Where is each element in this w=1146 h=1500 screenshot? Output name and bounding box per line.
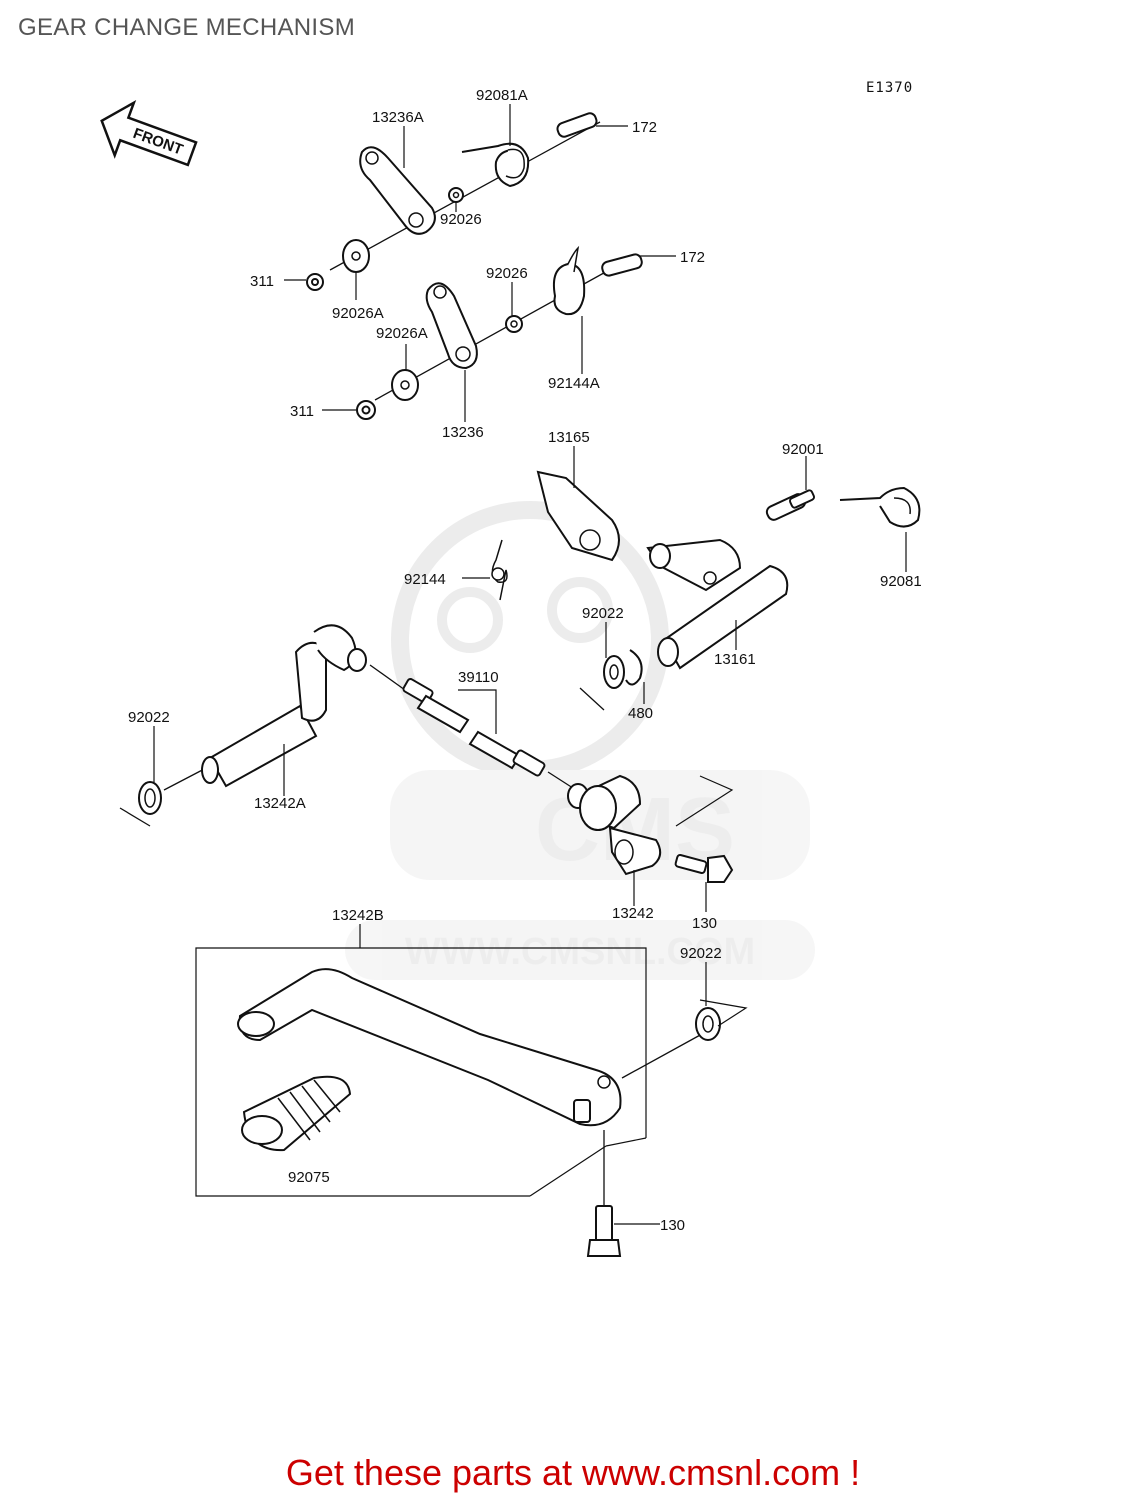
tie-rod-39110 [369,664,577,791]
label-13242B: 13242B [332,907,384,924]
label-13236A: 13236A [372,109,424,126]
lever-13242B-assembly [195,947,748,1197]
promo-link[interactable]: Get these parts at www.cmsnl.com ! [285,1452,861,1493]
label-13161: 13161 [714,651,756,668]
cmsnl-watermark: CMS WWW.CMSNL.COM [345,501,815,980]
label-13242A: 13242A [254,795,306,812]
lever-13242 [567,774,734,883]
bolt-130-bottom [586,1130,622,1257]
label-311-mid: 311 [290,403,314,420]
label-172-top: 172 [632,119,657,136]
label-13242: 13242 [612,905,654,922]
lever-13242A [119,624,367,827]
leader-lines [153,104,907,1225]
label-13236: 13236 [442,424,484,441]
label-311-top: 311 [250,273,274,290]
label-92144: 92144 [404,571,446,588]
part-labels: 13236A 92081A 172 92026 311 92026A 92026… [128,87,922,1234]
label-92022-shaft: 92022 [582,605,624,622]
label-92026-top: 92026 [440,211,482,228]
pedal-rubber-92075 [241,1075,352,1152]
diagram-ref: E1370 [866,80,913,96]
watermark-url: WWW.CMSNL.COM [405,931,755,973]
lever-13236-assembly [356,245,643,420]
label-39110: 39110 [458,669,499,686]
label-92144A: 92144A [548,375,600,392]
page-title: GEAR CHANGE MECHANISM [18,14,356,41]
label-92026-mid: 92026 [486,265,528,282]
label-172-mid: 172 [680,249,705,266]
label-92026A-mid: 92026A [376,325,428,342]
front-arrow: FRONT [100,99,198,167]
spring-92144 [491,539,508,601]
washer-92022-and-circlip-480 [579,649,643,711]
label-13165: 13165 [548,429,590,446]
label-130-right: 130 [692,915,717,932]
label-92022-left: 92022 [128,709,170,726]
shift-shaft-assembly [536,470,921,670]
lever-13236A-assembly [306,112,601,291]
label-92022-right: 92022 [680,945,722,962]
label-480: 480 [628,705,653,722]
label-130-bottom: 130 [660,1217,685,1234]
label-92081A: 92081A [476,87,528,104]
exploded-parts-diagram: CMS WWW.CMSNL.COM FRONT E1370 [100,80,922,1257]
label-92026A-top: 92026A [332,305,384,322]
label-92075: 92075 [288,1169,330,1186]
label-92001: 92001 [782,441,824,458]
label-92081: 92081 [880,573,922,590]
